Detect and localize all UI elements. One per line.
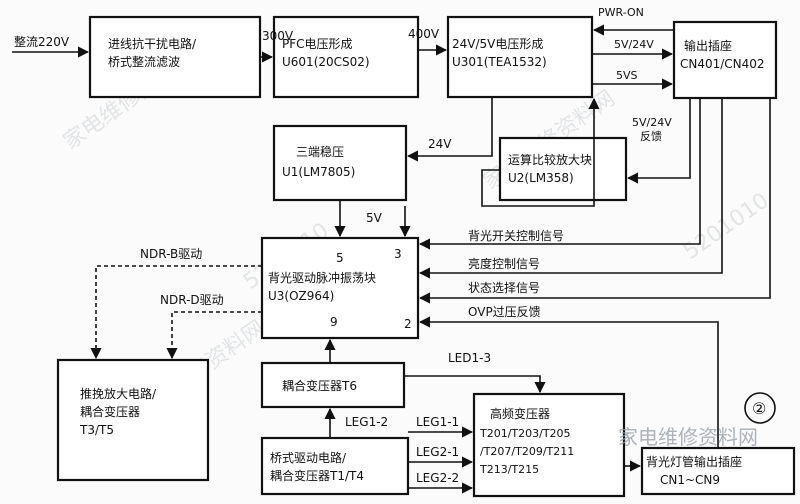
output-connector-block — [672, 20, 778, 100]
ndr-d-label: NDR-D驱动 — [160, 293, 224, 307]
hv-label-4: T213/T215 — [479, 463, 539, 476]
figure-tag-circle — [744, 392, 776, 424]
psu-label-1: 24V/5V电压形成 — [452, 37, 543, 51]
hv-label-3: /T207/T209/T211 — [480, 445, 574, 458]
coupling-t6-block — [260, 361, 406, 409]
arrow-ndr-d — [166, 311, 262, 360]
bl-onoff-label: 背光开关控制信号 — [468, 229, 564, 243]
watermark-text: 5201010 — [679, 188, 774, 265]
feedback-label-2: 反馈 — [640, 130, 662, 143]
v5-label: 5V — [366, 211, 383, 225]
arrow-24v — [406, 97, 493, 162]
t6-label: 耦合变压器T6 — [282, 378, 357, 393]
opamp-label-1: 运算比较放大块 — [508, 152, 592, 167]
oscillator-block — [260, 236, 420, 340]
output-label-1: 输出插座 — [684, 38, 732, 53]
lamp-label-1: 背光灯管输出插座 — [646, 454, 742, 469]
mains-label: 整流220V — [14, 34, 70, 49]
feedback-label-1: 5V/24V — [632, 116, 672, 129]
psu-block — [446, 15, 594, 99]
regulator-label-1: 三端稳压 — [296, 144, 344, 159]
regulator-label-2: U1(LM7805) — [282, 165, 355, 179]
arrow-ndr-b — [90, 265, 262, 360]
emi-label-2: 桥式整流滤波 — [108, 54, 180, 69]
brightness-label: 亮度控制信号 — [468, 256, 540, 271]
lamp-connector-block — [640, 446, 796, 496]
push-label-2: 耦合变压器 — [80, 404, 140, 419]
led1-3-label: LED1-3 — [448, 351, 491, 365]
osc-pin-3: 3 — [394, 247, 402, 261]
hv-label-2: T201/T203/T205 — [479, 427, 571, 440]
arrow-ovp — [418, 316, 719, 448]
arrow-state-select — [418, 98, 771, 304]
leg1-1-label: LEG1-1 — [416, 415, 459, 429]
v400-label: 400V — [408, 27, 440, 41]
regulator-block — [272, 124, 408, 202]
pwr-on-label: PWR-ON — [598, 6, 644, 19]
v5vs-label: 5VS — [616, 69, 638, 82]
opamp-label-2: U2(LM358) — [508, 171, 574, 185]
state-label: 状态选择信号 — [468, 281, 540, 295]
emi-filter-block — [88, 15, 262, 99]
psu-label-2: U301(TEA1532) — [452, 55, 547, 69]
arrow-brightness — [418, 98, 723, 279]
arrow-opamp-out — [481, 97, 600, 207]
push-label-1: 推挽放大电路/ — [80, 386, 157, 401]
hf-transformer-block — [472, 392, 626, 498]
bridge-driver-block — [260, 436, 410, 496]
pfc-block — [272, 15, 420, 99]
osc-label-1: 背光驱动脉冲振荡块 — [268, 270, 376, 285]
bridge-label-2: 耦合变压器T1/T4 — [270, 468, 364, 483]
v5-24-label: 5V/24V — [614, 38, 654, 51]
output-label-2: CN401/CN402 — [680, 57, 765, 71]
brand-watermark: 家电维修资料网 — [618, 425, 758, 449]
hv-label-1: 高频变压器 — [490, 406, 550, 421]
opamp-block — [498, 136, 628, 202]
v300-label: 300V — [262, 29, 294, 43]
emi-label-1: 进线抗干扰电路/ — [108, 36, 197, 51]
v24-label: 24V — [428, 137, 452, 151]
arrow-feedback — [626, 98, 691, 184]
osc-pin-2: 2 — [404, 317, 412, 331]
push-label-3: T3/T5 — [79, 423, 114, 437]
osc-pin-5: 5 — [336, 251, 344, 265]
osc-label-2: U3(OZ964) — [268, 289, 334, 303]
pfc-label-2: U601(20CS02) — [282, 55, 370, 69]
pfc-label-1: PFC电压形成 — [282, 37, 353, 51]
arrow-backlight-onoff — [418, 98, 701, 250]
push-pull-block — [56, 358, 210, 482]
arrow-led1-3 — [404, 375, 546, 394]
ndr-b-label: NDR-B驱动 — [140, 247, 202, 261]
leg1-2-label: LEG1-2 — [345, 415, 388, 429]
osc-pin-9: 9 — [330, 315, 338, 329]
figure-tag: ② — [752, 399, 766, 418]
leg2-2-label: LEG2-2 — [416, 471, 459, 485]
ovp-label: OVP过压反馈 — [468, 305, 541, 319]
bridge-label-1: 桥式驱动电路/ — [270, 450, 347, 465]
lamp-label-2: CN1~CN9 — [660, 473, 720, 487]
leg2-1-label: LEG2-1 — [416, 445, 459, 459]
